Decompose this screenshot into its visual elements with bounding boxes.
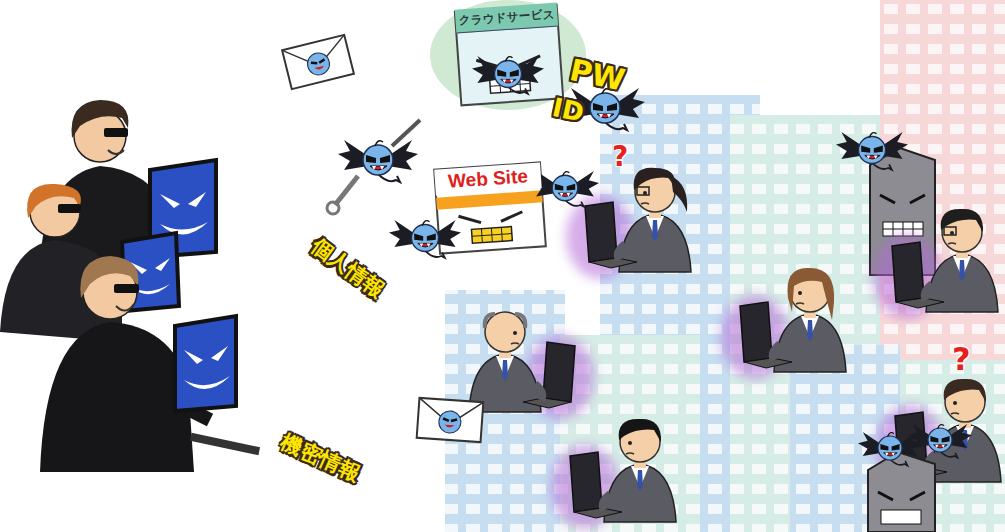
hacking-tool xyxy=(327,120,420,214)
office-worker xyxy=(873,209,998,319)
question-mark: ? xyxy=(952,340,971,378)
bat-devil xyxy=(531,171,599,207)
office-worker xyxy=(469,312,594,419)
bat-devil xyxy=(472,56,544,94)
office-worker xyxy=(941,209,983,232)
bat-devil xyxy=(531,171,599,207)
bat-devil xyxy=(338,140,418,182)
bat-devil xyxy=(836,132,908,170)
office-worker xyxy=(637,187,649,195)
data-tag: 機密情報 xyxy=(277,428,365,488)
hacking-tool xyxy=(392,120,420,146)
server xyxy=(868,452,935,532)
data-tag: 個人情報 xyxy=(306,232,390,304)
server xyxy=(868,452,935,532)
office-worker xyxy=(721,268,846,379)
website-sign: Web Site xyxy=(434,162,546,253)
hacking-tool xyxy=(327,202,339,214)
email-icon xyxy=(282,35,354,89)
office-worker xyxy=(873,212,998,319)
office-worker xyxy=(551,419,676,529)
bat-devil xyxy=(389,220,461,258)
office-worker xyxy=(619,419,661,442)
hacker xyxy=(27,184,81,218)
hacker xyxy=(80,256,138,298)
bat-devil xyxy=(338,140,418,182)
bat-devil xyxy=(338,56,972,466)
question-mark: ? xyxy=(612,140,628,173)
bat-devil xyxy=(908,424,972,458)
website-sign xyxy=(434,162,546,253)
evil-monitor xyxy=(190,433,260,455)
email-icon xyxy=(282,35,354,89)
server xyxy=(881,510,921,524)
server xyxy=(878,492,925,500)
sign-title: Web Site xyxy=(434,162,542,195)
hacker xyxy=(114,284,139,293)
email-icon xyxy=(282,35,483,442)
website-sign xyxy=(471,227,512,244)
hacker xyxy=(104,128,128,137)
sign-title: クラウドサービス xyxy=(455,3,558,34)
website-sign xyxy=(458,212,522,224)
website-sign xyxy=(434,162,546,253)
hacker xyxy=(58,204,81,213)
email-icon xyxy=(417,398,484,442)
office-worker xyxy=(469,312,594,419)
hacker xyxy=(72,100,129,138)
bat-devil xyxy=(472,56,544,94)
office-worker xyxy=(485,314,526,328)
website-sign xyxy=(471,227,512,244)
password-tag: PW xyxy=(567,52,628,98)
office-worker xyxy=(873,209,998,319)
evil-monitor xyxy=(184,376,230,389)
bat-devil xyxy=(389,220,461,258)
evil-monitor xyxy=(160,192,206,208)
id-tag: ID xyxy=(550,92,587,128)
hacking-tool xyxy=(335,176,358,205)
office-worker xyxy=(944,227,956,235)
hacker xyxy=(108,150,124,154)
server xyxy=(880,195,925,203)
email-icon xyxy=(417,398,484,442)
bat-devil xyxy=(836,132,908,170)
office-worker xyxy=(671,176,687,212)
hacker xyxy=(116,304,134,311)
office-buildings xyxy=(445,0,1005,532)
server xyxy=(883,222,923,236)
evil-monitor xyxy=(184,346,228,364)
evil-monitor xyxy=(175,316,260,455)
office-worker xyxy=(787,268,834,320)
cloud-service-sign: クラウドサービス xyxy=(455,3,563,106)
evil-monitor xyxy=(175,316,236,411)
server xyxy=(883,222,923,236)
bat-devil xyxy=(908,424,972,458)
office-worker xyxy=(944,379,986,402)
office-worker xyxy=(551,422,676,529)
